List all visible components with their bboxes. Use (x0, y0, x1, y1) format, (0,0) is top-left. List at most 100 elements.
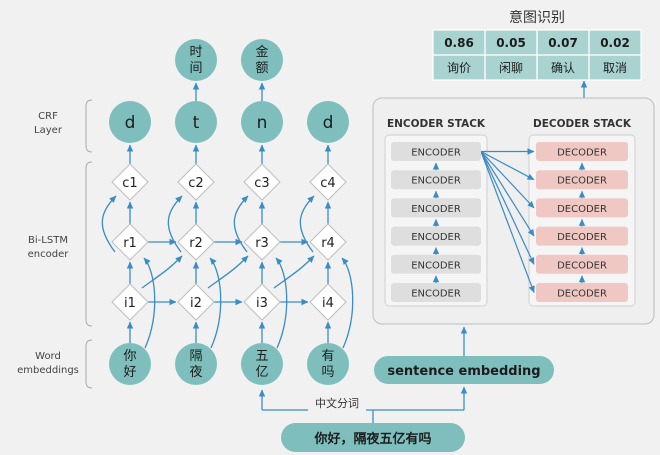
input-node-4-label: i4 (322, 296, 334, 311)
tag-node-1-label: d (125, 113, 136, 133)
entity-node-1-label-1: 时 (189, 45, 202, 60)
encoder-block-label-3: ENCODER (411, 204, 461, 215)
intent-value-1: 0.86 (444, 36, 474, 50)
intent-label-1: 询价 (447, 61, 471, 75)
input-to-next-rnn-curve-1 (141, 255, 183, 289)
tag-node-3 (241, 101, 283, 143)
entity-node-2-label-1: 金 (255, 44, 268, 60)
crf-bracket (85, 99, 93, 153)
encoder-block-4 (391, 226, 481, 246)
intent-value-3: 0.07 (548, 36, 578, 50)
input-node-2 (177, 283, 215, 321)
tag-node-4 (307, 101, 349, 143)
encoder-stack-title: ENCODER STACK (387, 118, 486, 130)
decoder-block-1 (536, 142, 628, 161)
encoder-to-decoder-arrow-6 (480, 151, 535, 293)
word-node-4-label-1: 有 (321, 349, 334, 364)
input-node-1 (111, 283, 149, 321)
entity-node-2 (241, 39, 283, 81)
word-node-1 (109, 343, 151, 385)
crf-node-3 (243, 163, 281, 201)
input-node-2-label: i2 (190, 296, 202, 311)
entity-node-2-label-2: 额 (255, 61, 268, 76)
sentence-embedding-box (374, 356, 554, 384)
input-sentence-box (281, 423, 465, 452)
input-node-4 (309, 283, 347, 321)
decoder-stack-title: DECODER STACK (533, 118, 632, 130)
backward-curve-1 (143, 257, 156, 349)
encoder-block-5 (391, 254, 481, 274)
input-to-next-rnn-curve-2 (207, 255, 249, 289)
rnn-to-crf-curve-3 (233, 195, 249, 253)
word-node-2 (175, 343, 217, 385)
input-sentence: 你好，隔夜五亿有吗 (313, 431, 431, 447)
encoder-block-label-6: ENCODER (411, 289, 461, 300)
bilstm-label-2: encoder (28, 249, 70, 260)
word-node-3 (241, 343, 283, 385)
backward-curve-3 (275, 257, 288, 349)
encoder-block-1 (391, 142, 481, 161)
encoder-to-decoder-arrow-4 (480, 151, 535, 237)
backward-curve-2 (209, 257, 222, 349)
rnn-node-4-label: r4 (321, 236, 335, 251)
intent-title: 意图识别 (509, 9, 565, 26)
word-node-4 (307, 343, 349, 385)
tag-node-4-label: d (323, 113, 334, 133)
encoder-block-6 (391, 283, 481, 302)
crf-layer-label-2: Layer (34, 125, 63, 136)
rnn-node-2 (177, 223, 215, 261)
word-node-2-label-1: 隔 (189, 349, 202, 364)
entity-node-1-label-2: 间 (189, 61, 202, 76)
intent-label-cell-4 (588, 54, 642, 81)
bilstm-bracket (85, 161, 93, 327)
crf-node-2 (177, 163, 215, 201)
encoder-block-label-1: ENCODER (411, 148, 461, 159)
rnn-to-crf-curve-1 (101, 195, 117, 253)
word-node-3-label-1: 五 (255, 349, 268, 364)
bilstm-label-1: Bi-LSTM (28, 235, 68, 246)
tag-node-2 (175, 101, 217, 143)
intent-label-2: 闲聊 (499, 61, 523, 75)
word-node-4-label-2: 吗 (321, 365, 334, 380)
decoder-block-label-6: DECODER (557, 289, 607, 300)
decoder-block-2 (536, 170, 628, 190)
rnn-node-2-label: r2 (189, 236, 203, 251)
backward-curve-4 (341, 257, 354, 349)
intent-value-4: 0.02 (600, 36, 630, 50)
input-node-3-label: i3 (256, 296, 268, 311)
tag-node-1 (109, 101, 151, 143)
encoder-block-label-4: ENCODER (411, 232, 461, 243)
word-bracket (85, 339, 93, 389)
encoder-to-decoder-arrow-2 (480, 150, 535, 181)
input-node-1-label: i1 (124, 296, 136, 311)
decoder-block-5 (536, 254, 628, 274)
input-node-3 (243, 283, 281, 321)
word-node-2-label-2: 夜 (189, 365, 202, 380)
intent-label-3: 确认 (551, 61, 575, 75)
crf-node-2-label: c2 (188, 176, 203, 191)
encoder-to-decoder-arrow-3 (480, 151, 535, 209)
rnn-to-crf-curve-4 (299, 195, 315, 253)
rnn-node-3-label: r3 (255, 236, 269, 251)
decoder-block-3 (536, 198, 628, 218)
rnn-node-4 (309, 223, 347, 261)
decoder-block-label-2: DECODER (557, 176, 607, 187)
segmentation-label: 中文分词 (315, 396, 359, 410)
crf-node-4 (309, 163, 347, 201)
decoder-block-label-3: DECODER (557, 204, 607, 215)
decoder-block-6 (536, 283, 628, 302)
crf-layer-label-1: CRF (38, 111, 58, 122)
rnn-node-3 (243, 223, 281, 261)
encoder-block-label-5: ENCODER (411, 260, 461, 271)
rnn-node-1 (111, 223, 149, 261)
decoder-block-label-1: DECODER (557, 148, 607, 159)
tag-node-3-label: n (257, 113, 268, 133)
entity-node-1 (175, 39, 217, 81)
crf-node-3-label: c3 (254, 176, 269, 191)
encoder-decoder-stacks: ENCODERENCODERENCODERENCODERENCODERENCOD… (391, 142, 628, 302)
intent-label-4: 取消 (603, 61, 627, 75)
segmentation-label-bg (308, 396, 366, 411)
